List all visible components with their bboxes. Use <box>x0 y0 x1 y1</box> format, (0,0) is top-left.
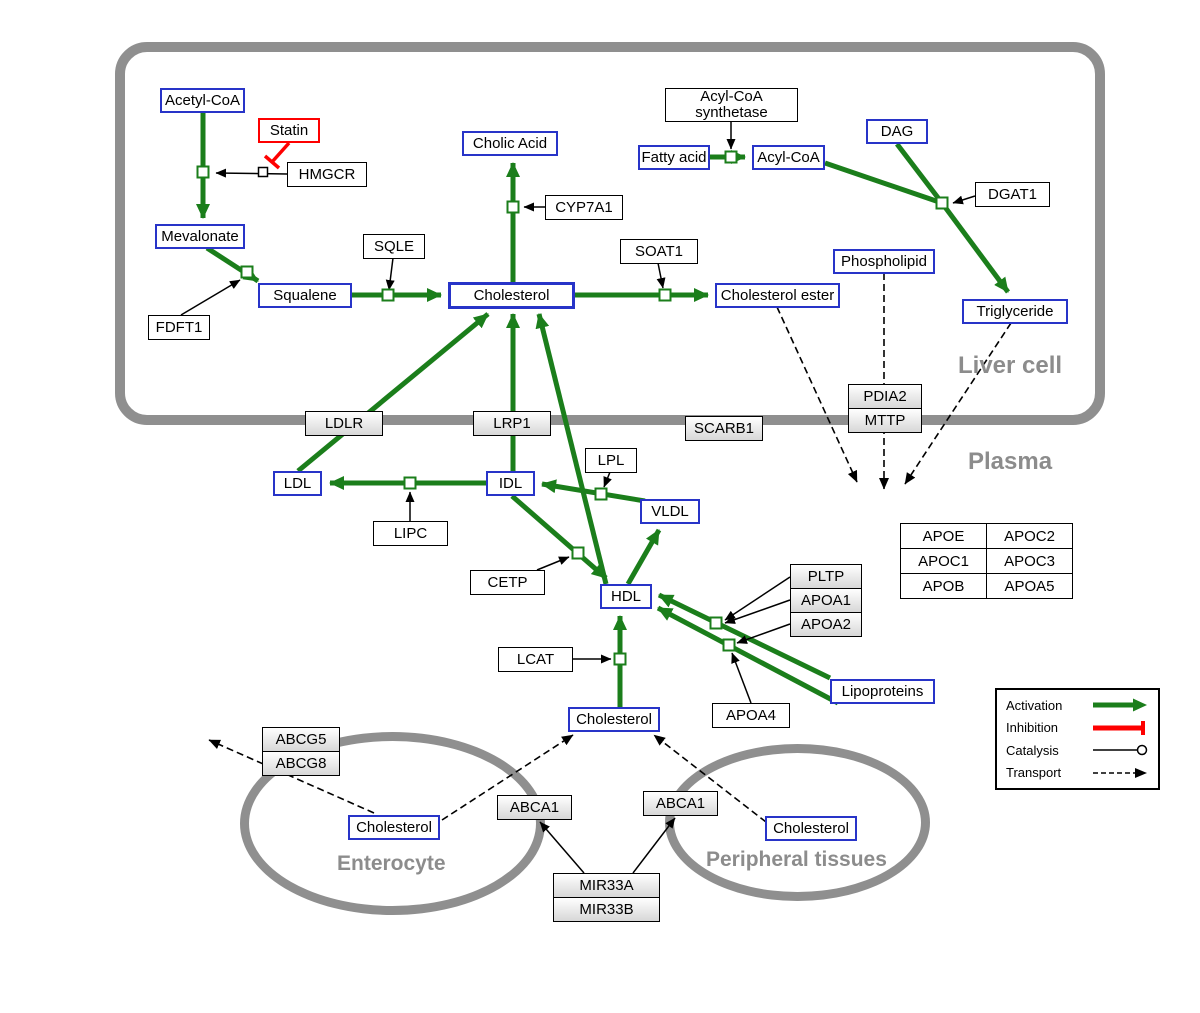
apo-cell[interactable]: APOC2 <box>986 523 1073 549</box>
apo-cell[interactable]: APOA5 <box>986 573 1073 599</box>
node-acetyl-coa[interactable]: Acetyl-CoA <box>160 88 245 113</box>
node-cetp[interactable]: CETP <box>470 570 545 595</box>
node-ldl[interactable]: LDL <box>273 471 322 496</box>
node-mir33a[interactable]: MIR33A <box>553 873 660 898</box>
legend-inhibition-row: Inhibition <box>1006 717 1149 739</box>
node-fdft1[interactable]: FDFT1 <box>148 315 210 340</box>
catalysis-edges <box>180 122 976 874</box>
liver-cell-membrane <box>115 42 1105 425</box>
apo-cell[interactable]: APOC3 <box>986 548 1073 574</box>
legend-inhibition-label: Inhibition <box>1006 720 1059 736</box>
node-vldl[interactable]: VLDL <box>640 499 700 524</box>
node-pltp[interactable]: PLTP <box>790 564 862 589</box>
node-acyl-coa-synthetase[interactable]: Acyl-CoA synthetase <box>665 88 798 122</box>
statin-binding-anchor <box>257 166 269 178</box>
node-cholesterol-plasma[interactable]: Cholesterol <box>568 707 660 732</box>
plasma-label: Plasma <box>968 448 1053 475</box>
node-dgat1[interactable]: DGAT1 <box>975 182 1050 207</box>
node-abca1-peripheral[interactable]: ABCA1 <box>643 791 718 816</box>
node-statin[interactable]: Statin <box>258 118 320 143</box>
inhibition-edge <box>263 141 291 170</box>
node-cholesterol-peripheral[interactable]: Cholesterol <box>765 816 857 841</box>
node-sqle[interactable]: SQLE <box>363 234 425 259</box>
node-scarb1[interactable]: SCARB1 <box>685 416 763 441</box>
node-abcg8[interactable]: ABCG8 <box>262 751 340 776</box>
node-squalene[interactable]: Squalene <box>258 283 352 308</box>
node-dag[interactable]: DAG <box>866 119 928 144</box>
node-triglyceride[interactable]: Triglyceride <box>962 299 1068 324</box>
node-cholesterol-liver[interactable]: Cholesterol <box>448 282 575 309</box>
acs-line2: synthetase <box>695 104 768 121</box>
inhibition-tee-icon <box>1093 720 1145 735</box>
node-mevalonate[interactable]: Mevalonate <box>155 224 245 249</box>
legend-activation-label: Activation <box>1006 697 1063 713</box>
node-cholesterol-enterocyte[interactable]: Cholesterol <box>348 815 440 840</box>
node-mttp[interactable]: MTTP <box>848 408 922 433</box>
node-pdia2[interactable]: PDIA2 <box>848 384 922 409</box>
apo-cell[interactable]: APOE <box>900 523 987 549</box>
legend-transport-row: Transport <box>1006 762 1149 784</box>
node-cholic-acid[interactable]: Cholic Acid <box>462 131 558 156</box>
node-fatty-acid[interactable]: Fatty acid <box>638 145 710 170</box>
node-abca1-enterocyte[interactable]: ABCA1 <box>497 795 572 820</box>
node-acyl-coa[interactable]: Acyl-CoA <box>752 145 825 170</box>
node-phospholipid[interactable]: Phospholipid <box>833 249 935 274</box>
acs-line1: Acyl-CoA <box>700 87 763 105</box>
node-apoa2[interactable]: APOA2 <box>790 612 862 637</box>
node-lcat[interactable]: LCAT <box>498 647 573 672</box>
node-cholesterol-ester[interactable]: Cholesterol ester <box>715 283 840 308</box>
node-hdl[interactable]: HDL <box>600 584 652 609</box>
liver-cell-label: Liver cell <box>958 352 1063 379</box>
apo-cell[interactable]: APOC1 <box>900 548 987 574</box>
legend-catalysis-label: Catalysis <box>1006 742 1059 758</box>
legend-transport-label: Transport <box>1006 765 1062 781</box>
activation-arrow-icon <box>1093 698 1147 712</box>
peripheral-tissues-label: Peripheral tissues <box>706 848 887 871</box>
enterocyte-label: Enterocyte <box>337 852 446 875</box>
node-lipc[interactable]: LIPC <box>373 521 448 546</box>
transport-dashed-arrow-icon <box>1093 767 1147 778</box>
node-hmgcr[interactable]: HMGCR <box>287 162 367 187</box>
transport-edges <box>208 273 1012 823</box>
node-lipoproteins[interactable]: Lipoproteins <box>830 679 935 704</box>
node-mir33b[interactable]: MIR33B <box>553 897 660 922</box>
legend: Activation Inhibition Catalysis Transpor… <box>995 688 1160 790</box>
node-apoa1[interactable]: APOA1 <box>790 588 862 613</box>
legend-activation-row: Activation <box>1006 694 1149 716</box>
node-lrp1[interactable]: LRP1 <box>473 411 551 436</box>
node-soat1[interactable]: SOAT1 <box>620 239 698 264</box>
node-idl[interactable]: IDL <box>486 471 535 496</box>
node-abcg5[interactable]: ABCG5 <box>262 727 340 752</box>
node-ldlr[interactable]: LDLR <box>305 411 383 436</box>
node-lpl[interactable]: LPL <box>585 448 637 473</box>
apo-cell[interactable]: APOB <box>900 573 987 599</box>
legend-catalysis-row: Catalysis <box>1006 739 1149 761</box>
catalysis-circle-icon <box>1093 745 1148 756</box>
anchor-nodes <box>196 150 949 666</box>
node-apoa4[interactable]: APOA4 <box>712 703 790 728</box>
node-cyp7a1[interactable]: CYP7A1 <box>545 195 623 220</box>
apolipoprotein-table: APOE APOC2 APOC1 APOC3 APOB APOA5 <box>900 523 1073 599</box>
